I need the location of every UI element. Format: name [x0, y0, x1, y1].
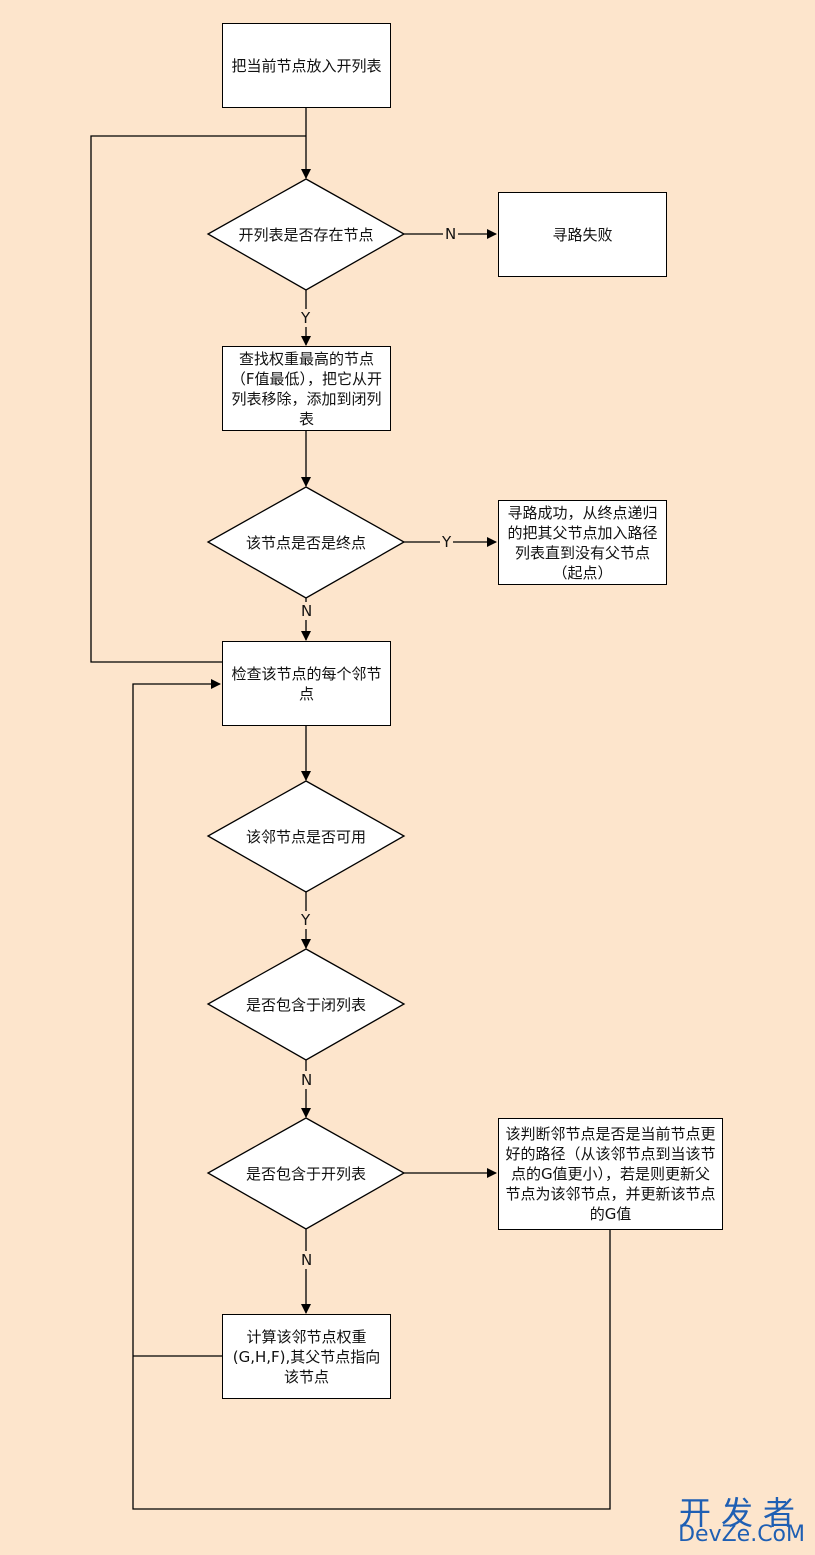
edge-label-goal-no: N: [299, 602, 315, 620]
decision-in-closed-label: 是否包含于闭列表: [245, 995, 366, 1014]
decision-neighbor-usable-label: 该邻节点是否可用: [245, 827, 366, 846]
edge-label-usable-yes: Y: [299, 911, 313, 929]
edge-label-open2-no: N: [299, 1251, 315, 1269]
edge-label-open-yes: Y: [299, 309, 313, 327]
edge-label-closed-no: N: [299, 1071, 315, 1089]
watermark-logo-cn: 开发者: [678, 1494, 805, 1532]
node-fail: 寻路失败: [498, 192, 667, 277]
node-success: 寻路成功，从终点递归的把其父节点加入路径列表直到没有父节点（起点）: [498, 500, 667, 585]
node-update-path: 该判断邻节点是否是当前节点更好的路径（从该邻节点到当该节点的G值更小），若是则更…: [498, 1118, 723, 1230]
edge-loop-to-open-check: [90, 135, 306, 663]
node-find-best: 查找权重最高的节点（F值最低），把它从开列表移除，添加到闭列表: [222, 346, 391, 431]
node-compute-weight: 计算该邻节点权重(G,H,F),其父节点指向该节点: [222, 1314, 391, 1399]
watermark-logo-en: DevZe.CoM: [678, 1522, 805, 1547]
decision-open-empty-label: 开列表是否存在节点: [238, 225, 374, 244]
decision-is-goal-label: 该节点是否是终点: [245, 533, 366, 552]
edge-label-open-no: N: [443, 225, 459, 243]
node-start: 把当前节点放入开列表: [222, 23, 391, 108]
decision-in-open-label: 是否包含于开列表: [245, 1164, 366, 1183]
edge-update-to-loop: [132, 679, 611, 1510]
edge-label-goal-yes: Y: [440, 533, 454, 551]
node-check-neighbors: 检查该节点的每个邻节点: [222, 641, 391, 726]
